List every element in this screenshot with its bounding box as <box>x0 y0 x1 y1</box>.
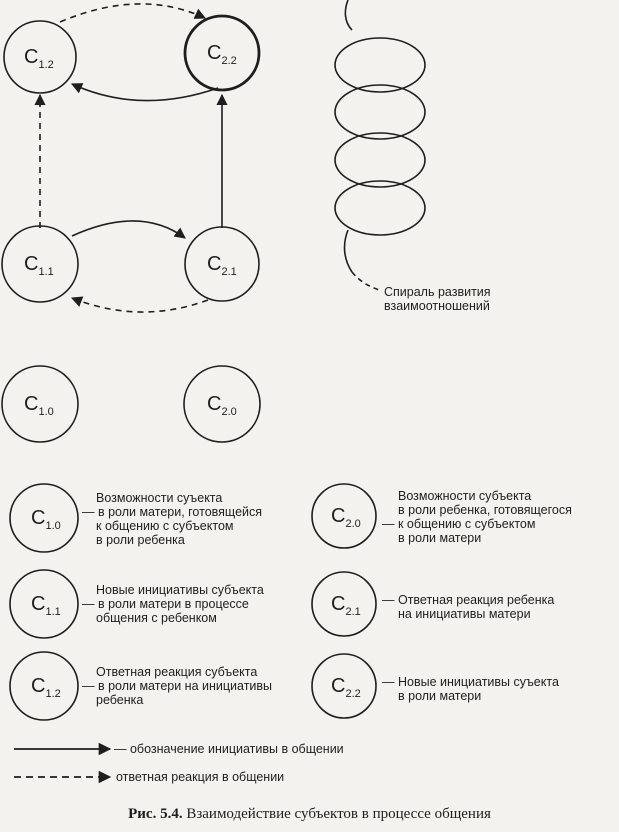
legend-c12-sub: 1.2 <box>45 688 60 700</box>
legend-c12-main: C <box>31 675 45 697</box>
legend-c21-line-1: — Ответная реакция ребенка <box>382 593 554 607</box>
legend-c20-main: C <box>331 505 345 527</box>
legend-c20-line-3: — к общению с субъектом <box>382 517 535 531</box>
svg-text:C2.1: C2.1 <box>331 593 361 618</box>
legend-c22-sub: 2.2 <box>345 688 360 700</box>
spiral-label-line-1: Спираль развития <box>384 285 491 299</box>
spiral-label-line-2: взаимоотношений <box>384 299 490 313</box>
node-c12: C1.2 <box>3 20 77 94</box>
legend-c10: C1.0 Возможности суъекта — в роли матери… <box>9 483 262 553</box>
caption-text: Взаимодействие субъектов в процессе обще… <box>186 806 491 822</box>
legend-c22-main: C <box>331 675 345 697</box>
svg-text:C1.1: C1.1 <box>24 253 54 278</box>
legend-c11-line-3: общения с ребенком <box>96 611 217 625</box>
legend-c20-line-2: в роли ребенка, готовящегося <box>398 503 572 517</box>
node-c10-main: C <box>24 393 38 415</box>
node-c11-sub: 1.1 <box>38 266 53 278</box>
node-c12-sub: 1.2 <box>38 59 53 71</box>
legend-c21-main: C <box>331 593 345 615</box>
svg-text:C2.1: C2.1 <box>207 253 237 278</box>
svg-text:C1.0: C1.0 <box>31 507 61 532</box>
legend-c11-sub: 1.1 <box>45 606 60 618</box>
legend-c11-main: C <box>31 593 45 615</box>
svg-text:C2.0: C2.0 <box>331 505 361 530</box>
arrow-c21-c11-dashed <box>70 296 209 313</box>
legend-c10-line-3: к общению с субъектом <box>96 519 234 533</box>
node-c21-sub: 2.1 <box>221 266 236 278</box>
legend-c20: C2.0 Возможности субъекта в роли ребенка… <box>311 483 572 549</box>
legend-c10-main: C <box>31 507 45 529</box>
svg-text:C2.0: C2.0 <box>207 393 237 418</box>
node-c22-main: C <box>207 42 221 64</box>
legend-c11: C1.1 Новые инициативы субъекта — в роли … <box>9 569 264 639</box>
legend-c20-line-4: в роли матери <box>398 531 481 545</box>
node-c22-sub: 2.2 <box>221 55 236 67</box>
node-c21: C2.1 <box>184 226 260 302</box>
legend-c21-line-2: на инициативы матери <box>398 607 531 621</box>
svg-text:C2.2: C2.2 <box>207 42 237 67</box>
node-c20-sub: 2.0 <box>221 406 236 418</box>
legend-c22-line-1: — Новые инициативы суъекта <box>382 675 559 689</box>
legend-c12-line-1: Ответная реакция субъекта <box>96 665 257 679</box>
node-c11: C1.1 <box>1 225 79 303</box>
node-c20: C2.0 <box>183 365 261 443</box>
svg-text:C1.2: C1.2 <box>24 46 54 71</box>
legend-c11-line-1: Новые инициативы субъекта <box>96 583 264 597</box>
legend-c11-line-2: — в роли матери в процессе <box>82 597 249 611</box>
node-c22: C2.2 <box>183 14 261 92</box>
node-c10-sub: 1.0 <box>38 406 53 418</box>
node-c10: C1.0 <box>1 365 79 443</box>
legend-solid-text: — обозначение инициативы в общении <box>114 742 344 756</box>
legend-c10-line-2: — в роли матери, готовящейся <box>82 505 262 519</box>
svg-text:C1.2: C1.2 <box>31 675 61 700</box>
figure-caption: Рис. 5.4. Взаимодействие субъектов в про… <box>0 806 619 823</box>
node-c11-main: C <box>24 253 38 275</box>
development-spiral <box>334 0 426 292</box>
legend-c22: C2.2 — Новые инициативы суъекта в роли м… <box>311 653 559 719</box>
svg-text:C2.2: C2.2 <box>331 675 361 700</box>
legend-c21: C2.1 — Ответная реакция ребенка на иници… <box>311 571 554 637</box>
legend-c12: C1.2 Ответная реакция субъекта — в роли … <box>9 651 272 721</box>
legend-c20-line-1: Возможности субъекта <box>398 489 531 503</box>
legend-c10-line-1: Возможности суъекта <box>96 491 222 505</box>
arrow-c12-c22-dashed <box>59 3 207 23</box>
caption-prefix: Рис. 5.4. <box>128 806 183 822</box>
node-c12-main: C <box>24 46 38 68</box>
legend-c12-line-2: — в роли матери на инициативы <box>82 679 272 693</box>
legend-c20-sub: 2.0 <box>345 518 360 530</box>
legend-dashed-text: ответная реакция в общении <box>116 770 284 784</box>
svg-text:C1.1: C1.1 <box>31 593 61 618</box>
legend-c21-sub: 2.1 <box>345 606 360 618</box>
node-c20-main: C <box>207 393 221 415</box>
arrow-c11-c21-solid <box>71 220 186 239</box>
legend-c10-line-4: в роли ребенка <box>96 533 185 547</box>
legend-c12-line-3: ребенка <box>96 693 143 707</box>
svg-text:C1.0: C1.0 <box>24 393 54 418</box>
node-c21-main: C <box>207 253 221 275</box>
legend-c10-sub: 1.0 <box>45 520 60 532</box>
legend-c22-line-2: в роли матери <box>398 689 481 703</box>
arrow-c22-c12-solid <box>70 83 219 102</box>
